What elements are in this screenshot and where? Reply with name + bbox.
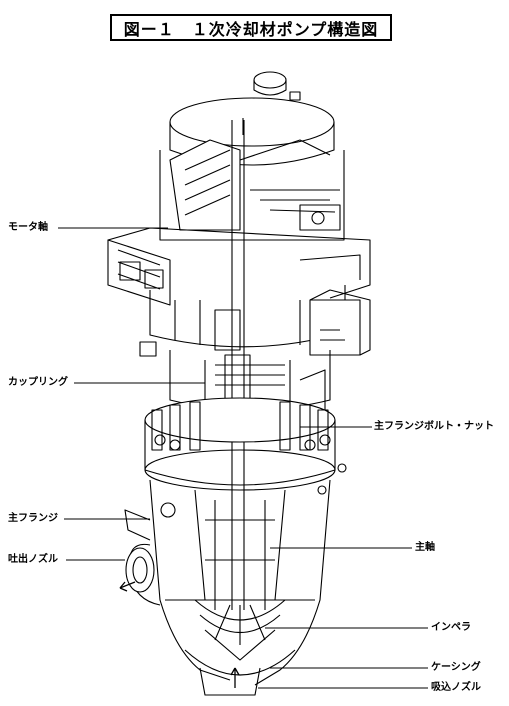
label-discharge-nozzle: 吐出ノズル <box>8 554 58 565</box>
label-coupling: カップリング <box>8 377 68 388</box>
label-impeller: インペラ <box>431 622 471 633</box>
flange-bolts <box>151 401 331 451</box>
motor-top-cap <box>169 71 335 166</box>
main-flange <box>144 397 347 495</box>
label-main-flange-bolt-nut: 主フランジボルト・ナット <box>374 421 494 432</box>
label-main-shaft: 主軸 <box>415 542 435 553</box>
impeller <box>194 599 286 661</box>
lower-motor-housing <box>149 285 371 356</box>
label-suction-nozzle: 吸込ノズル <box>431 682 481 693</box>
motor-body <box>159 139 345 241</box>
flow-arrows <box>119 581 240 688</box>
leader-lines <box>58 227 428 689</box>
discharge-nozzle <box>124 502 176 606</box>
motor-stand-frame <box>107 227 371 306</box>
central-shaft <box>231 120 245 610</box>
label-main-flange: 主フランジ <box>8 513 58 524</box>
figure-title: 図ー１ １次冷却材ポンプ構造図 <box>110 14 392 41</box>
label-motor-shaft: モータ軸 <box>8 222 48 233</box>
pump-casing <box>149 479 331 696</box>
label-casing: ケーシング <box>431 662 481 673</box>
